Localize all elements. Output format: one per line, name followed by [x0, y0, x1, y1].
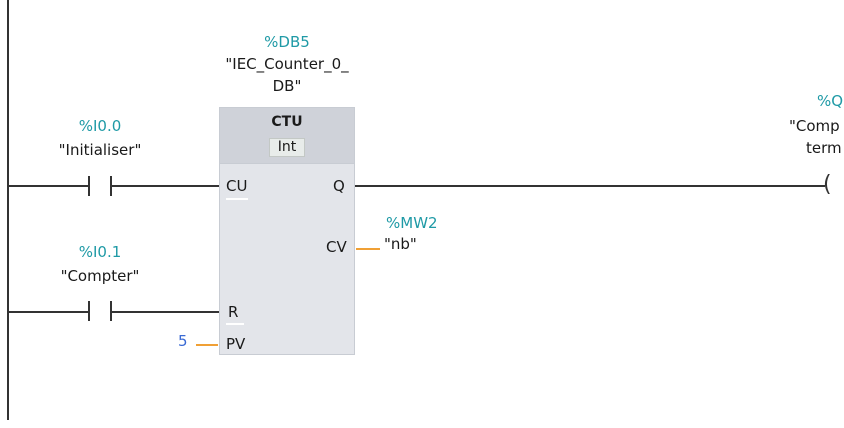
data-type-badge[interactable]: Int	[269, 138, 305, 157]
contact2-symbol: "Compter"	[60, 267, 140, 285]
cv-output-address: %MW2	[386, 214, 438, 232]
pin-pv[interactable]: PV	[226, 335, 246, 353]
instance-db-name-line2: DB"	[272, 77, 302, 95]
contact1-left-plate[interactable]	[88, 176, 90, 196]
coil-address: %Q	[817, 92, 844, 110]
contact2-address: %I0.1	[78, 243, 122, 261]
instance-db-address: %DB5	[264, 33, 310, 51]
cv-output-symbol: "nb"	[384, 235, 417, 253]
pin-cv[interactable]: CV	[326, 238, 347, 256]
rung2-wire-left	[8, 311, 88, 313]
contact1-symbol: "Initialiser"	[58, 141, 142, 159]
coil-symbol[interactable]: (	[823, 172, 832, 197]
pin-q[interactable]: Q	[333, 177, 345, 195]
pin-r[interactable]: R	[228, 303, 239, 321]
rung1-wire-left	[8, 185, 88, 187]
pv-constant: 5	[178, 332, 188, 350]
instance-db-name-line1: "IEC_Counter_0_	[225, 55, 349, 73]
contact1-address: %I0.0	[78, 117, 122, 135]
coil-symbol-line1: "Comp	[789, 117, 840, 135]
coil-symbol-line2: term	[806, 139, 842, 157]
rung2-wire-mid	[111, 311, 219, 313]
rung1-wire-mid	[111, 185, 219, 187]
contact2-left-plate[interactable]	[88, 301, 90, 321]
pv-connector	[196, 344, 218, 346]
pin-cu[interactable]: CU	[226, 177, 248, 195]
rung1-wire-right	[355, 185, 825, 187]
left-power-rail	[7, 0, 9, 420]
ctu-type-label: CTU	[271, 114, 303, 130]
pin-cu-underline	[226, 198, 248, 200]
cv-connector	[356, 248, 380, 250]
pin-r-underline	[226, 323, 244, 325]
